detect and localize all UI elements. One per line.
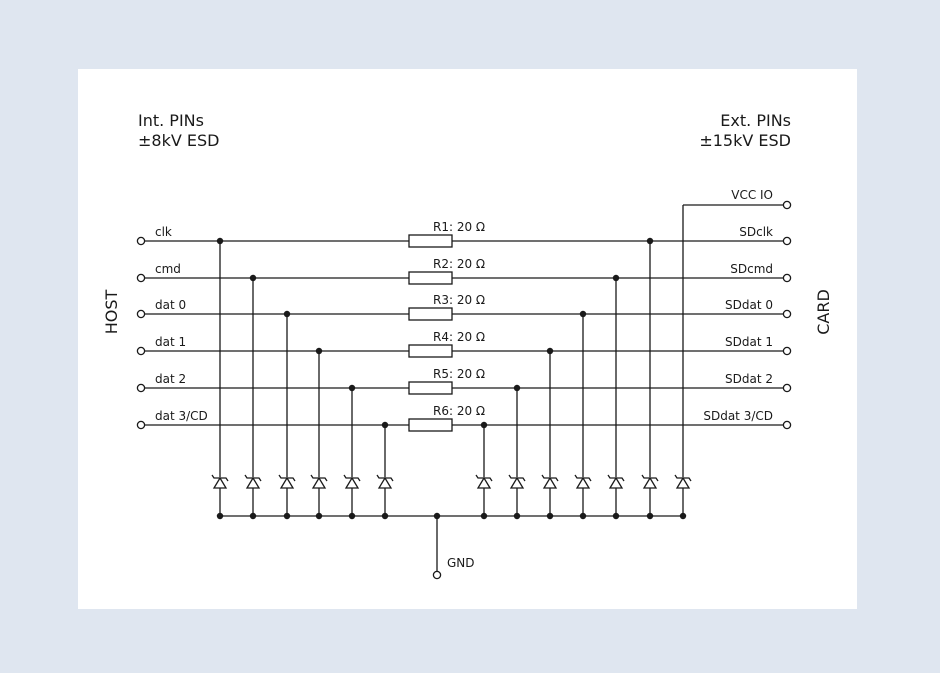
resistor-label: R5: 20 Ω (433, 367, 485, 381)
card-line-label: SDdat 3/CD (703, 409, 773, 423)
card-pin-2 (782, 309, 792, 319)
tvs-diode-left-5-bar (376, 474, 394, 482)
resistor-5 (408, 381, 453, 395)
resistor-1 (408, 234, 453, 248)
tvs-diode-right-4-bar (508, 474, 526, 482)
tvs-diode-right-5-bar (475, 474, 493, 482)
host-line-label: dat 2 (155, 372, 186, 386)
tvs-diode-left-2-bar (278, 474, 296, 482)
host-side-label: HOST (102, 290, 121, 335)
card-pin-3 (782, 346, 792, 356)
card-pin-4 (782, 383, 792, 393)
resistor-3 (408, 307, 453, 321)
tvs-diode-vcc-bar (674, 474, 692, 482)
card-pin-5 (782, 420, 792, 430)
tvs-diode-left-4-bar (343, 474, 361, 482)
left-header-line-1: Int. PINs (138, 111, 204, 130)
vcc-io-label: VCC IO (731, 188, 773, 202)
host-line-label: dat 1 (155, 335, 186, 349)
left-header-line-2: ±8kV ESD (138, 131, 219, 150)
tvs-diode-right-3-bar (541, 474, 559, 482)
resistor-label: R1: 20 Ω (433, 220, 485, 234)
host-line-label: cmd (155, 262, 181, 276)
host-pin-4 (136, 383, 146, 393)
host-pin-0 (136, 236, 146, 246)
card-line-label: SDclk (739, 225, 773, 239)
resistor-label: R2: 20 Ω (433, 257, 485, 271)
host-pin-5 (136, 420, 146, 430)
card-line-label: SDdat 2 (725, 372, 773, 386)
tvs-diode-right-2-bar (574, 474, 592, 482)
right-header-line-2: ±15kV ESD (699, 131, 791, 150)
tvs-diode-left-0-bar (211, 474, 229, 482)
host-pin-2 (136, 309, 146, 319)
card-pin-0 (782, 236, 792, 246)
resistor-label: R4: 20 Ω (433, 330, 485, 344)
card-side-label: CARD (814, 289, 833, 335)
gnd-pin (432, 570, 442, 580)
card-line-label: SDdat 1 (725, 335, 773, 349)
host-pin-3 (136, 346, 146, 356)
gnd-label: GND (447, 556, 475, 570)
tvs-diode-right-0-bar (641, 474, 659, 482)
right-header-line-1: Ext. PINs (720, 111, 791, 130)
resistor-6 (408, 418, 453, 432)
resistor-label: R6: 20 Ω (433, 404, 485, 418)
resistor-label: R3: 20 Ω (433, 293, 485, 307)
resistor-4 (408, 344, 453, 358)
tvs-diode-left-3-bar (310, 474, 328, 482)
host-line-label: dat 3/CD (155, 409, 208, 423)
host-line-label: dat 0 (155, 298, 186, 312)
vcc-io-pin (782, 200, 792, 210)
card-pin-1 (782, 273, 792, 283)
tvs-diode-left-1-bar (244, 474, 262, 482)
host-pin-1 (136, 273, 146, 283)
card-line-label: SDcmd (730, 262, 773, 276)
resistor-2 (408, 271, 453, 285)
host-line-label: clk (155, 225, 172, 239)
circuit (136, 200, 792, 580)
card-line-label: SDdat 0 (725, 298, 773, 312)
tvs-diode-right-1-bar (607, 474, 625, 482)
diagram-panel (78, 69, 857, 609)
